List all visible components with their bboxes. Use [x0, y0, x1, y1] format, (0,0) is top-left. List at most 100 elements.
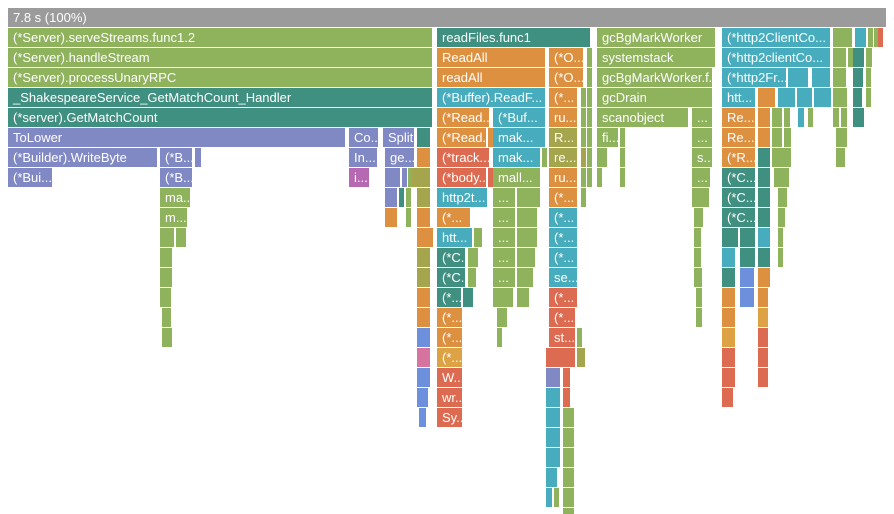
flame-frame[interactable]	[772, 148, 791, 167]
flame-frame[interactable]	[868, 28, 873, 47]
flame-frame[interactable]: mak...	[493, 148, 540, 167]
flame-frame[interactable]: (*body...	[437, 168, 486, 187]
flame-frame[interactable]: (*C...	[437, 248, 465, 267]
flame-frame[interactable]	[853, 48, 864, 67]
flame-frame[interactable]	[587, 108, 592, 127]
flame-frame[interactable]	[419, 408, 426, 427]
flame-frame[interactable]	[859, 108, 864, 127]
flame-frame[interactable]	[181, 228, 186, 247]
flame-frame[interactable]	[853, 108, 858, 127]
flame-frame[interactable]: (*Buffer).ReadF...	[437, 88, 545, 107]
flame-frame[interactable]: (*...	[549, 188, 577, 207]
flame-frame[interactable]	[417, 148, 430, 167]
flame-frame[interactable]	[581, 108, 586, 127]
flame-frame[interactable]	[412, 168, 417, 187]
flame-frame[interactable]: (*http2clientCo...	[722, 48, 830, 67]
flame-frame[interactable]	[758, 148, 770, 167]
flame-frame[interactable]: (*...	[437, 308, 462, 327]
flame-frame[interactable]	[722, 308, 735, 327]
flame-frame[interactable]: ge...	[385, 148, 414, 167]
flame-frame[interactable]	[563, 368, 570, 387]
flame-frame[interactable]: _ShakespeareService_GetMatchCount_Handle…	[8, 88, 432, 107]
flame-frame[interactable]: Split	[383, 128, 414, 147]
flame-frame[interactable]	[778, 88, 795, 107]
flame-frame[interactable]	[874, 28, 879, 47]
flame-frame[interactable]	[836, 128, 847, 147]
flame-frame[interactable]	[778, 188, 787, 207]
flame-frame[interactable]: mak...	[493, 128, 545, 147]
flame-frame[interactable]: http2t...	[437, 188, 487, 207]
flame-frame[interactable]: ReadAll	[437, 48, 545, 67]
flame-frame[interactable]	[497, 308, 507, 327]
flame-frame[interactable]	[692, 188, 709, 207]
flame-frame[interactable]	[758, 108, 770, 127]
flame-frame[interactable]	[488, 168, 493, 187]
flame-frame[interactable]	[546, 388, 560, 407]
flame-frame[interactable]: ...	[692, 108, 712, 127]
flame-frame[interactable]	[722, 288, 735, 307]
flame-frame[interactable]	[546, 468, 557, 487]
flame-frame[interactable]	[417, 388, 428, 407]
flame-frame[interactable]: scanobject	[597, 108, 688, 127]
flame-frame[interactable]: ...	[493, 228, 515, 247]
flame-frame[interactable]	[740, 228, 755, 247]
flame-frame[interactable]: systemstack	[597, 48, 715, 67]
flame-frame[interactable]	[758, 308, 768, 327]
flame-frame[interactable]: ...	[692, 128, 712, 147]
flame-frame[interactable]	[784, 108, 790, 127]
flame-frame[interactable]: (*...	[549, 228, 577, 247]
flame-frame[interactable]	[758, 348, 768, 367]
flame-frame[interactable]	[468, 288, 473, 307]
flame-frame[interactable]	[385, 188, 397, 207]
flame-frame[interactable]	[417, 248, 430, 267]
flame-frame[interactable]	[417, 288, 430, 307]
flame-frame[interactable]	[417, 268, 430, 287]
flame-frame[interactable]: ...	[493, 208, 515, 227]
flame-frame[interactable]	[546, 448, 560, 467]
flame-frame[interactable]: (*Read...	[437, 108, 489, 127]
flame-frame[interactable]	[833, 68, 846, 87]
flame-frame[interactable]	[788, 68, 808, 87]
flame-frame[interactable]: (*O...	[549, 48, 583, 67]
flame-frame[interactable]	[848, 48, 853, 67]
flame-frame[interactable]: re...	[549, 148, 577, 167]
flame-frame[interactable]	[855, 28, 866, 47]
flame-frame[interactable]	[758, 368, 768, 387]
flame-frame[interactable]: i...	[349, 168, 369, 187]
flame-frame[interactable]: (*O...	[549, 68, 583, 87]
flame-frame[interactable]: Re...	[722, 128, 755, 147]
flame-frame[interactable]	[160, 248, 172, 267]
flame-frame[interactable]	[563, 488, 574, 507]
flame-frame[interactable]	[758, 88, 775, 107]
flame-frame[interactable]	[176, 228, 181, 247]
flame-frame[interactable]: ...	[493, 268, 515, 287]
flame-frame[interactable]	[722, 248, 735, 267]
flame-frame[interactable]	[563, 408, 574, 427]
flame-frame[interactable]: (*Read...	[437, 128, 486, 147]
flame-frame[interactable]: (*server).GetMatchCount	[8, 108, 432, 127]
flame-frame[interactable]	[833, 108, 839, 127]
flame-frame[interactable]	[402, 168, 407, 187]
flame-frame[interactable]	[195, 148, 201, 167]
flame-frame[interactable]: mall...	[493, 168, 540, 187]
flame-frame[interactable]	[517, 188, 540, 207]
flame-frame[interactable]	[417, 328, 430, 347]
flame-frame[interactable]	[797, 88, 812, 107]
flame-frame[interactable]	[853, 68, 863, 87]
flame-frame[interactable]	[488, 128, 493, 147]
flame-frame[interactable]: htt...	[437, 228, 472, 247]
flame-frame[interactable]	[581, 88, 586, 107]
flame-frame[interactable]	[722, 268, 735, 287]
flame-frame[interactable]: gcDrain	[597, 88, 712, 107]
flame-frame[interactable]: s...	[692, 148, 712, 167]
flame-frame[interactable]	[778, 248, 783, 267]
flame-frame[interactable]	[798, 108, 804, 127]
flame-frame[interactable]	[385, 168, 400, 187]
flame-frame[interactable]: (*C...	[722, 168, 755, 187]
flame-frame[interactable]	[696, 288, 702, 307]
flame-frame[interactable]: (*http2ClientCo...	[722, 28, 830, 47]
flame-frame[interactable]	[417, 168, 430, 187]
flame-frame[interactable]	[587, 128, 592, 147]
flame-frame[interactable]	[417, 208, 430, 227]
flame-frame[interactable]	[587, 148, 592, 167]
